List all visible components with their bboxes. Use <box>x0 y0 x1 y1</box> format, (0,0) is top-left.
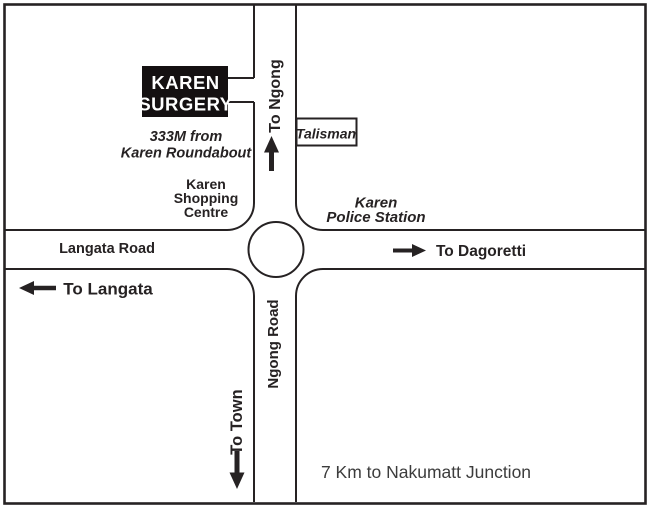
nakumatt-distance-note: 7 Km to Nakumatt Junction <box>321 462 531 482</box>
police-station-label-line1: Karen <box>355 195 398 212</box>
road-edge-bottom-right <box>295 268 645 502</box>
langata-road-label: Langata Road <box>59 241 155 257</box>
to-ngong-label: To Ngong <box>267 59 284 132</box>
talisman-box <box>295 117 358 147</box>
police-station-label-line2: Police Station <box>326 209 425 226</box>
shopping-centre-label-line1: Karen <box>186 176 226 192</box>
to-dagoretti-label: To Dagoretti <box>436 243 526 260</box>
distance-note-line2: Karen Roundabout <box>121 146 253 162</box>
shopping-centre-label-line3: Centre <box>184 204 229 220</box>
road-edge-vertical-right-and-top-right <box>295 5 645 231</box>
down-arrow-head-icon <box>229 472 245 489</box>
to-town-label: To Town <box>228 389 246 454</box>
to-langata-label: To Langata <box>63 280 153 299</box>
distance-note-line1: 333M from <box>150 129 223 145</box>
map-border <box>3 3 647 505</box>
up-arrow-head-icon <box>264 136 279 153</box>
talisman-label: Talisman <box>296 126 356 142</box>
roundabout-circle <box>247 221 305 278</box>
karen-surgery-box <box>142 66 228 117</box>
ngong-road-label: Ngong Road <box>265 299 282 388</box>
karen-surgery-label-line2: SURGERY <box>138 94 232 115</box>
shopping-centre-label-line2: Shopping <box>174 190 239 206</box>
road-edge-bottom-left <box>5 268 255 502</box>
karen-surgery-label-line1: KAREN <box>151 72 219 93</box>
right-arrow-head-icon <box>412 244 426 257</box>
surgery-driveway-edges <box>228 77 254 103</box>
road-edge-vertical-left-and-top-left <box>5 5 255 231</box>
left-arrow-head-icon <box>19 281 34 295</box>
